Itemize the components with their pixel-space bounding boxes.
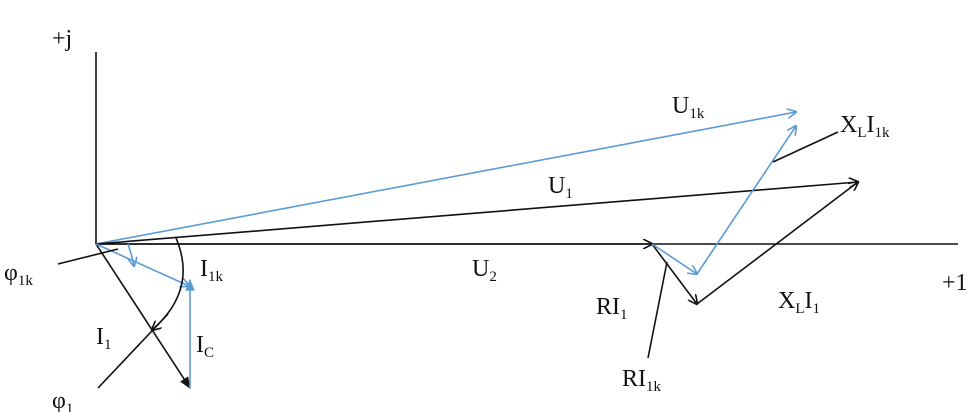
phasor-XLI1k <box>696 126 796 275</box>
label-U1: U1 <box>548 173 573 202</box>
label-XLI1k: XLI1k <box>840 112 890 141</box>
label-U1k: U1k <box>672 93 705 122</box>
label-phi1: φ1 <box>52 388 73 412</box>
label-I1: I1 <box>96 324 112 353</box>
phasor-U1k <box>95 112 796 245</box>
angle-arc-phi1k <box>127 243 134 266</box>
leader-XLI1k <box>772 131 839 163</box>
label-phi1k: φ1k <box>4 260 33 289</box>
label-real-axis: +1 <box>942 270 968 296</box>
label-XLI1: XLI1 <box>778 288 820 317</box>
leader-phi1 <box>97 313 169 389</box>
phasor-RI1k <box>651 243 697 274</box>
phasor-I1 <box>95 243 191 390</box>
leader-phi1k <box>57 248 119 265</box>
phasor-U1 <box>95 182 858 245</box>
label-IC: IC <box>196 332 214 361</box>
label-U2: U2 <box>472 256 497 285</box>
label-RI1: RI1 <box>596 294 628 323</box>
phasor-RI1 <box>651 243 697 304</box>
label-RI1k: RI1k <box>622 366 662 395</box>
leader-RI1k <box>647 261 668 359</box>
label-imag-axis: +j <box>52 26 72 52</box>
angle-arc-phi1 <box>152 237 184 330</box>
phasor-XLI1 <box>696 182 858 305</box>
label-I1k: I1k <box>200 256 224 285</box>
